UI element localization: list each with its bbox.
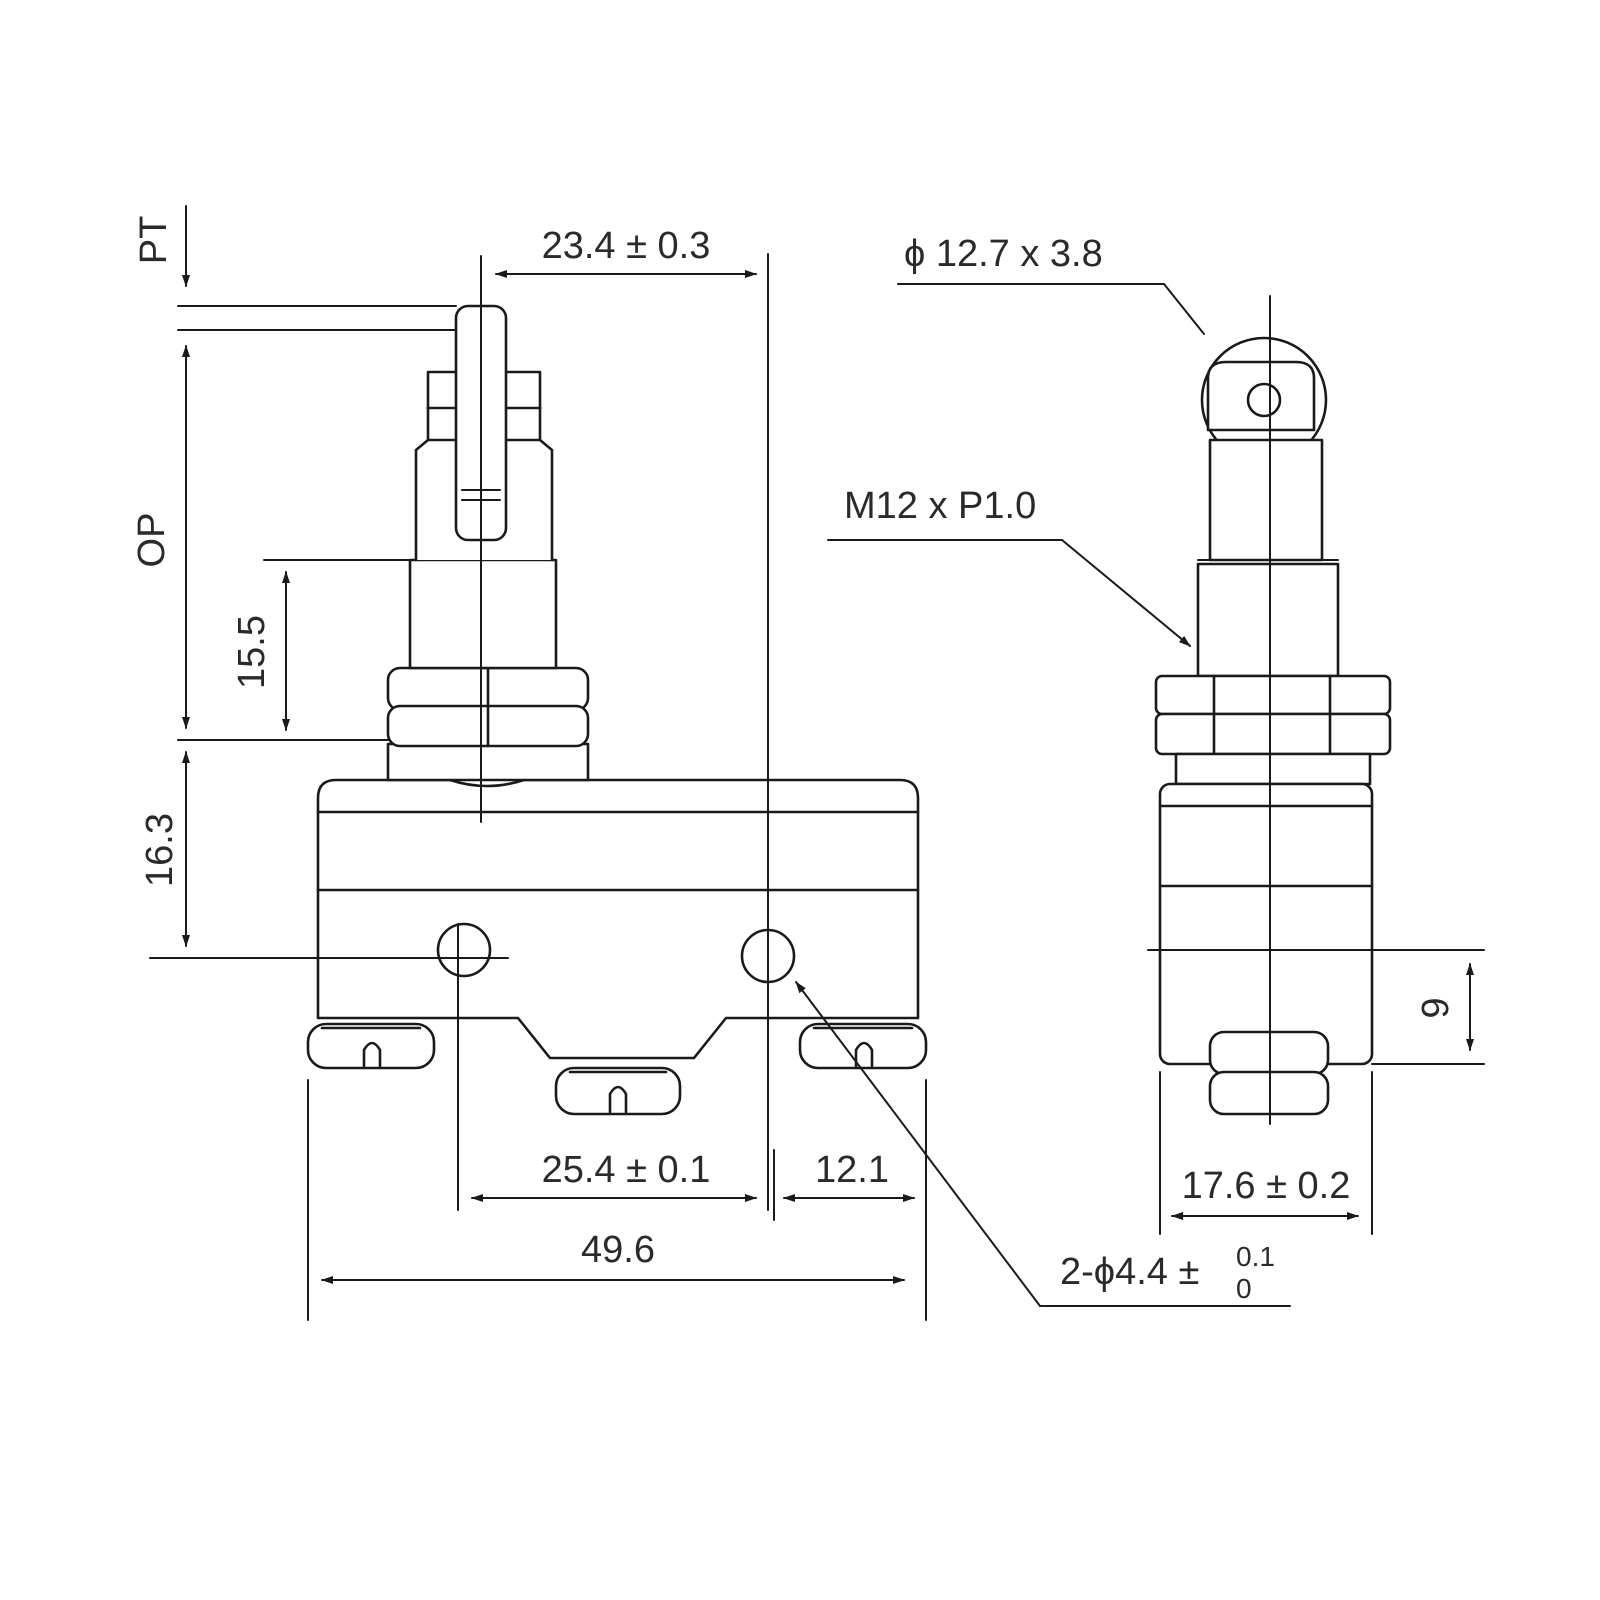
- terminal-right: [798, 1022, 928, 1070]
- plunger-offset-label: 23.4 ± 0.3: [542, 225, 711, 267]
- terminal-left: [306, 1022, 436, 1070]
- hole-pitch-label: 25.4 ± 0.1: [542, 1149, 711, 1191]
- plunger-actuator: [386, 304, 590, 782]
- hex-nut: [1154, 674, 1392, 786]
- pt-label: PT: [133, 216, 175, 265]
- mounting-hole-left: [436, 922, 492, 978]
- mount-height-label: 16.3: [139, 813, 181, 887]
- holes-leader: [795, 981, 1291, 1307]
- body-side: [1158, 782, 1374, 1066]
- thread-leader: [827, 539, 1191, 647]
- body-depth-label: 17.6 ± 0.2: [1182, 1165, 1351, 1207]
- side-view: ϕ 12.7 x 3.8 M12 x P1.0 9 17.6 ± 0.2: [827, 233, 1485, 1235]
- holes-callout: 2-ϕ4.4 ± 0.1 0: [1060, 1241, 1275, 1304]
- front-view: PT OP 15.5 16.3 23.4 ± 0.3 25.4 ± 0.1 12…: [131, 205, 1291, 1321]
- thread-callout: M12 x P1.0: [844, 485, 1036, 527]
- front-extension-lines: [149, 253, 927, 1321]
- side-extension-lines: [1147, 295, 1485, 1235]
- holes-tol-lower: 0: [1236, 1273, 1252, 1304]
- threaded-shank: [1196, 559, 1340, 678]
- terminal-center: [554, 1066, 682, 1116]
- actuator-height-label: 15.5: [231, 615, 273, 689]
- holes-tol-upper: 0.1: [1236, 1241, 1275, 1272]
- roller: [1200, 336, 1328, 562]
- switch-body: [316, 778, 920, 1060]
- hole-edge-label: 12.1: [815, 1149, 889, 1191]
- holes-callout-main: 2-ϕ4.4 ±: [1060, 1251, 1199, 1293]
- op-label: OP: [131, 513, 173, 568]
- side-hole-offset-label: 9: [1415, 997, 1457, 1018]
- body-length-label: 49.6: [581, 1229, 655, 1271]
- roller-callout: ϕ 12.7 x 3.8: [904, 233, 1103, 275]
- roller-leader: [897, 283, 1205, 335]
